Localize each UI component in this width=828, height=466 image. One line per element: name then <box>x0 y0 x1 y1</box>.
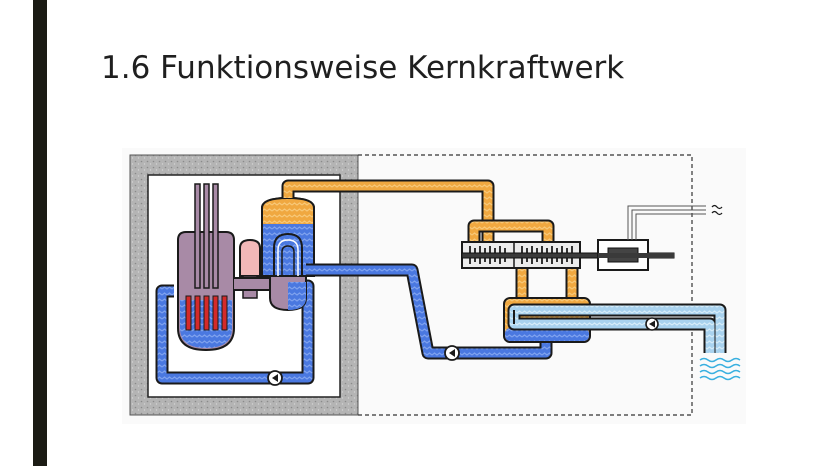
control-rod <box>203 183 210 289</box>
power-output-lines <box>627 205 706 240</box>
feedwater-line <box>306 265 551 358</box>
control-rod <box>212 183 219 289</box>
generator-icon <box>597 239 674 271</box>
fuel-rod <box>185 295 192 331</box>
pump-icon <box>645 317 659 331</box>
nuclear-plant-diagram <box>122 148 746 424</box>
pump-icon <box>444 345 460 361</box>
pump-icon <box>267 370 283 386</box>
alternating-current-icon <box>711 204 723 216</box>
pressurizer <box>239 238 261 277</box>
fuel-rod <box>212 295 219 331</box>
turbine-hall-boundary <box>358 154 693 416</box>
main-steam-line <box>283 181 493 242</box>
fuel-rod <box>194 295 201 331</box>
fuel-rod <box>221 295 228 331</box>
slide-title: 1.6 Funktionsweise Kernkraftwerk <box>101 50 625 86</box>
fuel-rod <box>203 295 210 331</box>
water-waves-icon <box>699 357 741 381</box>
slide-accent-bar <box>33 0 47 466</box>
control-rod <box>194 183 201 289</box>
